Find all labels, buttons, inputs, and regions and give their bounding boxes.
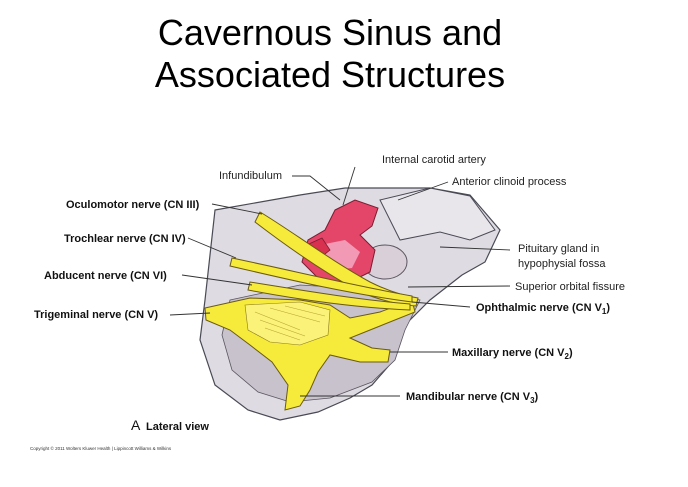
label-infundibulum: Infundibulum: [219, 170, 282, 182]
view-letter: A: [131, 417, 141, 433]
label-ophthalmic-nerve: Ophthalmic nerve (CN V1): [476, 302, 610, 316]
label-maxillary-nerve: Maxillary nerve (CN V2): [452, 347, 573, 361]
title-line-1: Cavernous Sinus and: [157, 12, 503, 53]
label-superior-orbital-fissure: Superior orbital fissure: [515, 281, 625, 293]
title-line-2: Associated Structures: [154, 54, 506, 95]
mandibular-text: Mandibular nerve (CN V: [406, 391, 531, 403]
label-anterior-clinoid-process: Anterior clinoid process: [452, 176, 567, 188]
ophthalmic-close: ): [606, 302, 610, 314]
label-trochlear-nerve: Trochlear nerve (CN IV): [64, 233, 186, 245]
page-title: Cavernous Sinus and Associated Structure…: [0, 12, 660, 96]
maxillary-subscript: 2: [565, 352, 570, 361]
mandibular-subscript: 3: [530, 396, 535, 405]
maxillary-text: Maxillary nerve (CN V: [452, 347, 565, 359]
label-trigeminal-nerve: Trigeminal nerve (CN V): [34, 309, 158, 321]
label-pituitary-gland-line-2: hypophysial fossa: [518, 258, 606, 270]
label-oculomotor-nerve: Oculomotor nerve (CN III): [66, 199, 200, 211]
ganglion-fibers: [254, 305, 326, 341]
trigeminal-ganglion: [244, 301, 331, 346]
ophthalmic-text: Ophthalmic nerve (CN V: [476, 302, 603, 314]
label-pituitary-gland-line-1: Pituitary gland in: [518, 243, 599, 255]
mandibular-close: ): [535, 391, 539, 403]
label-internal-carotid-artery: Internal carotid artery: [382, 154, 486, 166]
copyright-notice: Copyright © 2011 Wolters Kluwer Health |…: [30, 445, 172, 451]
anterior-clinoid-process-shape: [379, 187, 496, 241]
oculomotor-nerve: [254, 211, 419, 307]
ophthalmic-subscript: 1: [602, 307, 607, 316]
leader-lines: [169, 166, 511, 397]
abducent-nerve: [247, 281, 411, 311]
label-abducent-nerve: Abducent nerve (CN VI): [44, 270, 167, 282]
label-mandibular-nerve: Mandibular nerve (CN V3): [406, 391, 539, 405]
view-label: Lateral view: [146, 421, 209, 433]
maxillary-close: ): [569, 347, 573, 359]
